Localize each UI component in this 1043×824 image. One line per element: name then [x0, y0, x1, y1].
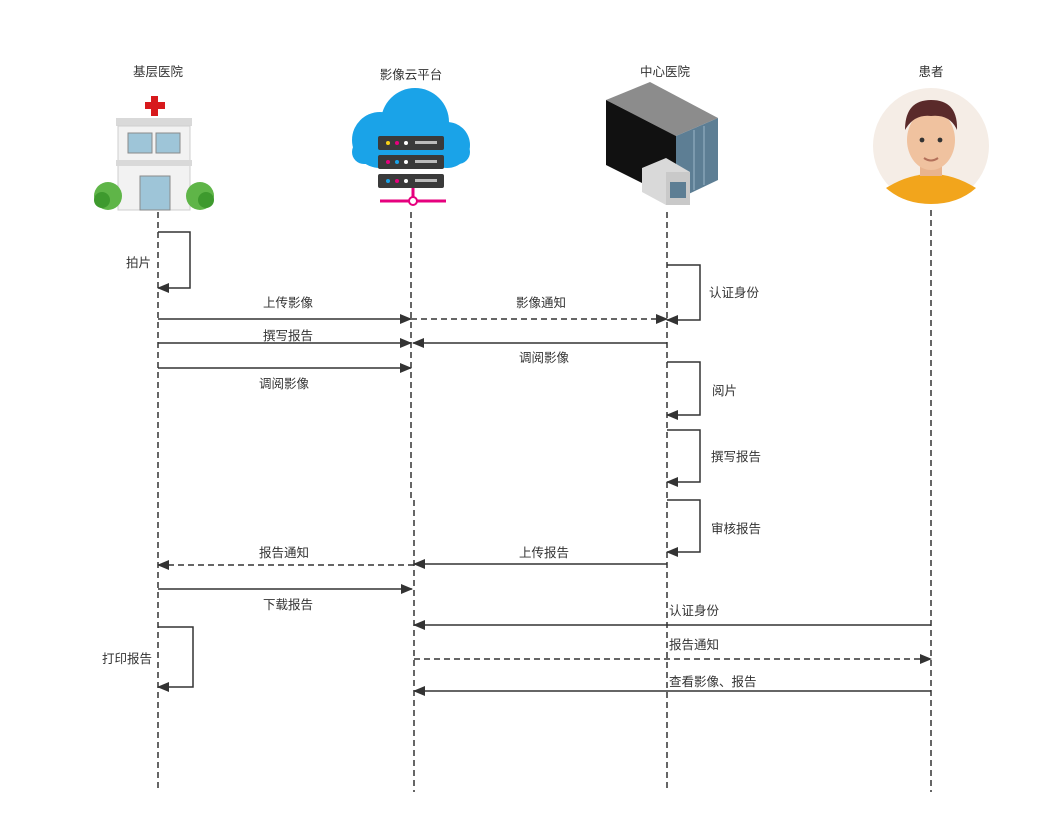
- actor-label-cloud-platform: 影像云平台: [379, 67, 443, 82]
- office-building-icon: [606, 82, 718, 205]
- self-arrow-review-report: [666, 499, 701, 557]
- label-print-report: 打印报告: [102, 651, 153, 666]
- label-read-film: 阅片: [712, 383, 738, 398]
- hospital-icon: [94, 96, 214, 211]
- self-arrow-take-film: [157, 231, 191, 293]
- label-report-notice-primary: 报告通知: [258, 545, 310, 560]
- actor-label-primary-hospital: 基层医院: [132, 64, 184, 79]
- label-write-report-central: 撰写报告: [711, 449, 762, 464]
- label-upload-report: 上传报告: [518, 545, 570, 560]
- self-arrow-write-report-central: [666, 429, 701, 487]
- label-take-film: 拍片: [126, 255, 152, 270]
- label-image-notice: 影像通知: [515, 295, 567, 310]
- actor-label-patient: 患者: [918, 64, 944, 79]
- messages: [157, 231, 932, 696]
- label-view-image-central: 调阅影像: [518, 350, 570, 365]
- self-arrow-read-film: [666, 361, 701, 420]
- cloud-server-icon: [352, 88, 470, 206]
- label-auth-patient: 认证身份: [669, 603, 720, 618]
- label-view-report-patient: 查看影像、报告: [669, 674, 757, 689]
- self-arrow-print-report: [157, 626, 194, 692]
- label-write-report-primary: 撰写报告: [262, 328, 314, 343]
- label-auth-central: 认证身份: [709, 285, 760, 300]
- label-review-report: 审核报告: [711, 521, 762, 536]
- actor-label-central-hospital: 中心医院: [639, 64, 691, 79]
- label-report-notice-patient: 报告通知: [669, 637, 720, 652]
- label-view-image-primary: 调阅影像: [258, 376, 310, 391]
- self-arrow-auth-central: [666, 264, 701, 325]
- label-upload-image: 上传影像: [262, 295, 314, 310]
- patient-avatar-icon: [873, 88, 989, 204]
- lifelines: [157, 210, 932, 792]
- label-download-report: 下载报告: [262, 597, 314, 612]
